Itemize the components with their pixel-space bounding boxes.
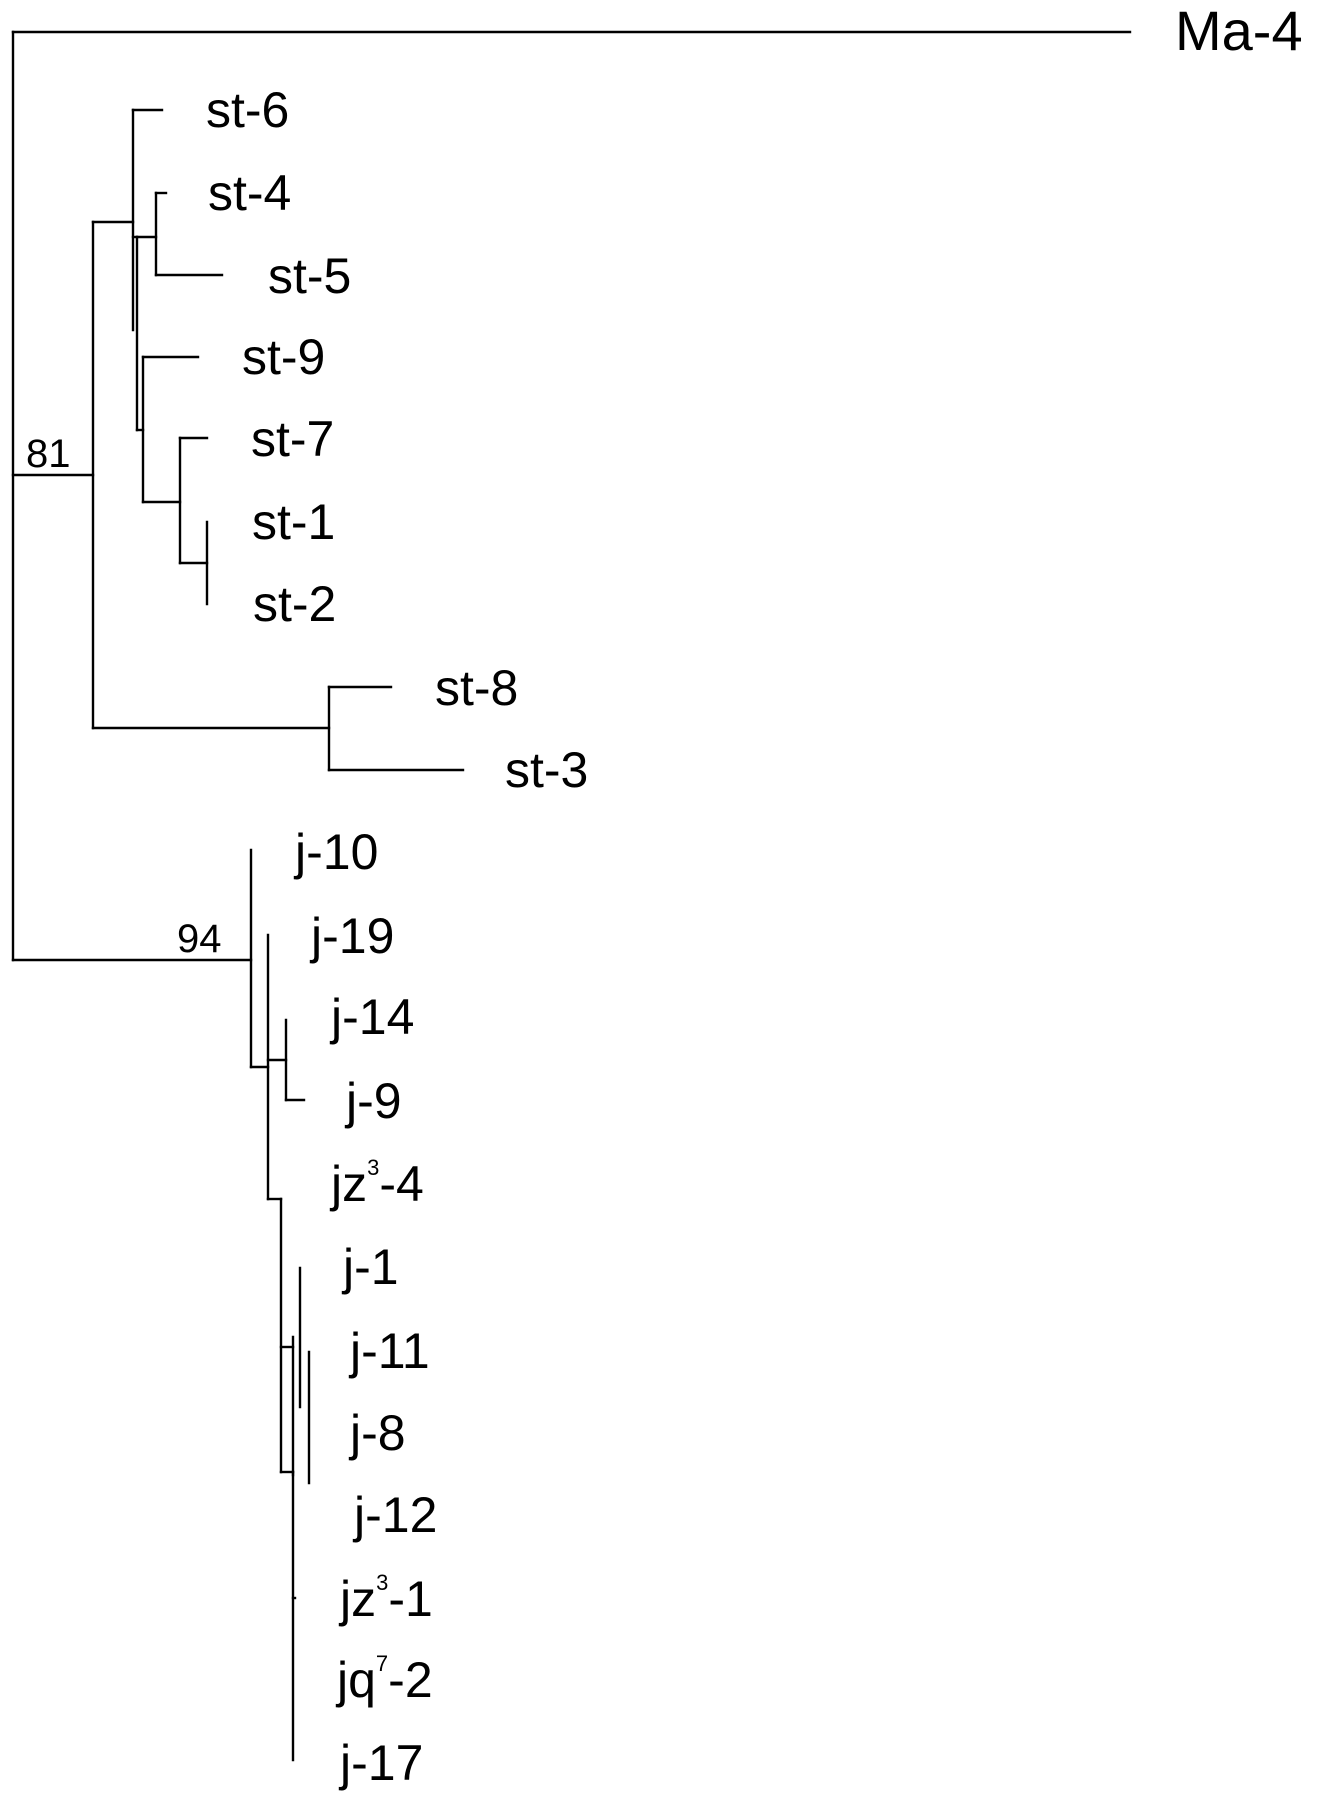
support-81: 81 — [26, 432, 71, 476]
label-jz3-4-suffix: -4 — [379, 1156, 423, 1212]
label-st-9: st-9 — [242, 329, 325, 385]
support-values: 81 94 — [26, 432, 222, 961]
label-jq7-2-suffix: -2 — [388, 1652, 432, 1708]
label-st-1: st-1 — [252, 494, 335, 550]
label-st-5: st-5 — [268, 248, 351, 304]
label-j-19: j-19 — [309, 908, 394, 964]
label-j-1: j-1 — [341, 1239, 399, 1295]
label-jz3-1-base: jz — [338, 1571, 376, 1627]
label-st-4: st-4 — [208, 165, 291, 221]
taxon-labels: Ma-4 st-6 st-4 st-5 st-9 st-7 st-1 st-2 … — [206, 0, 1303, 1791]
label-j-17: j-17 — [338, 1735, 423, 1791]
label-j-12: j-12 — [352, 1487, 437, 1543]
label-jz3-4-sup: 3 — [367, 1155, 379, 1180]
label-st-7: st-7 — [251, 411, 334, 467]
label-jz3-1-suffix: -1 — [388, 1571, 432, 1627]
label-ma-4: Ma-4 — [1175, 0, 1303, 62]
label-st-6: st-6 — [206, 82, 289, 138]
label-jz3-1: jz3-1 — [338, 1570, 433, 1627]
label-j-14: j-14 — [329, 989, 414, 1045]
label-st-8: st-8 — [435, 660, 518, 716]
label-jq7-2-sup: 7 — [376, 1651, 388, 1676]
label-jz3-4-base: jz — [329, 1156, 367, 1212]
support-94: 94 — [177, 917, 222, 961]
label-jz3-1-sup: 3 — [376, 1570, 388, 1595]
label-st-2: st-2 — [253, 576, 336, 632]
label-j-11: j-11 — [348, 1323, 430, 1379]
label-j-10: j-10 — [293, 824, 378, 880]
label-jz3-4: jz3-4 — [329, 1155, 424, 1212]
label-jq7-2: jq7-2 — [335, 1651, 433, 1708]
label-st-3: st-3 — [505, 742, 588, 798]
label-j-8: j-8 — [348, 1405, 406, 1461]
label-j-9: j-9 — [344, 1073, 402, 1129]
tree-branches — [11, 30, 1132, 1762]
label-jq7-2-base: jq — [335, 1652, 376, 1708]
